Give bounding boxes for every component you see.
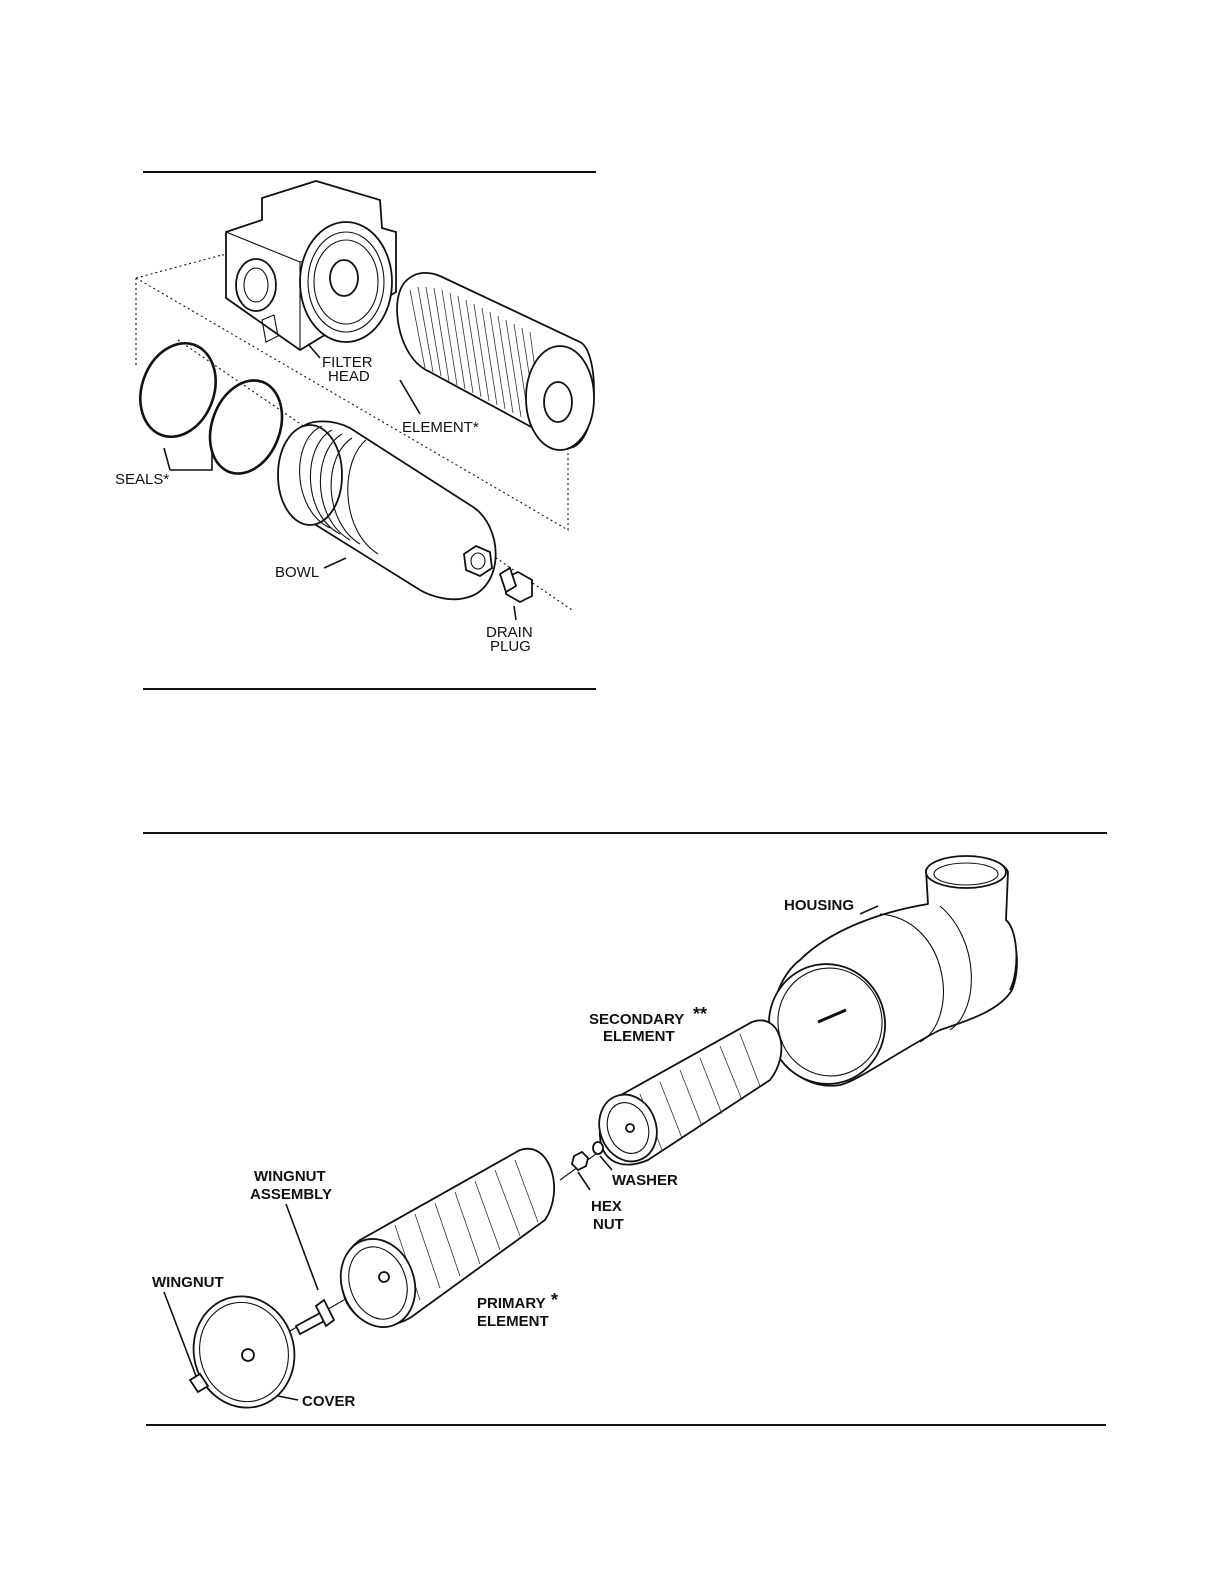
- leader-drain-plug: [514, 606, 516, 620]
- label-primary-element-line2: ELEMENT: [477, 1313, 549, 1330]
- figure2-top-rule: [143, 832, 1107, 834]
- label-secondary-star: **: [693, 1004, 707, 1024]
- label-hex-nut-line2: NUT: [593, 1216, 624, 1233]
- figure2-air-cleaner-diagram: HOUSING SECONDARY ** ELEMENT WASHER HEX …: [0, 840, 1224, 1420]
- leader-element: [400, 380, 420, 414]
- label-hex-nut-line1: HEX: [591, 1198, 622, 1215]
- label-wingnut: WINGNUT: [152, 1274, 224, 1291]
- label-seals: SEALS*: [115, 471, 169, 488]
- label-secondary-element-line2: ELEMENT: [603, 1028, 675, 1045]
- label-housing: HOUSING: [784, 897, 854, 914]
- air-cleaner-housing: [759, 856, 1017, 1093]
- label-cover: COVER: [302, 1393, 356, 1410]
- label-wingnut-assembly-line2: ASSEMBLY: [250, 1186, 332, 1203]
- label-primary-star: *: [551, 1290, 558, 1310]
- hex-nut: [572, 1152, 588, 1170]
- seal-ring-1: [128, 333, 228, 448]
- leader-wingnut: [164, 1292, 196, 1376]
- figure2-bottom-rule: [146, 1424, 1106, 1426]
- leader-cover: [278, 1396, 298, 1400]
- label-filter-head-line2: HEAD: [328, 368, 370, 385]
- label-washer: WASHER: [612, 1172, 678, 1189]
- wingnut-assembly: [296, 1300, 334, 1334]
- leader-seals: [164, 448, 212, 470]
- drain-plug: [500, 568, 532, 602]
- leader-filter-head: [308, 344, 320, 358]
- label-primary-element-line1: PRIMARY: [477, 1295, 546, 1312]
- filter-head: [226, 181, 396, 350]
- label-drain-plug-line2: PLUG: [490, 638, 531, 655]
- leader-wingnut-assembly: [286, 1204, 318, 1290]
- label-secondary-element-line1: SECONDARY: [589, 1011, 684, 1028]
- cover: [181, 1285, 307, 1419]
- leader-housing: [860, 906, 878, 914]
- leader-bowl: [324, 558, 346, 568]
- figure1-filter-diagram: FILTER HEAD ELEMENT* SEALS* BOWL DRAIN P…: [0, 0, 1224, 700]
- label-wingnut-assembly-line1: WINGNUT: [254, 1168, 326, 1185]
- label-element: ELEMENT*: [402, 419, 479, 436]
- leader-hex-nut: [578, 1172, 590, 1190]
- label-bowl: BOWL: [275, 564, 319, 581]
- washer: [593, 1142, 603, 1154]
